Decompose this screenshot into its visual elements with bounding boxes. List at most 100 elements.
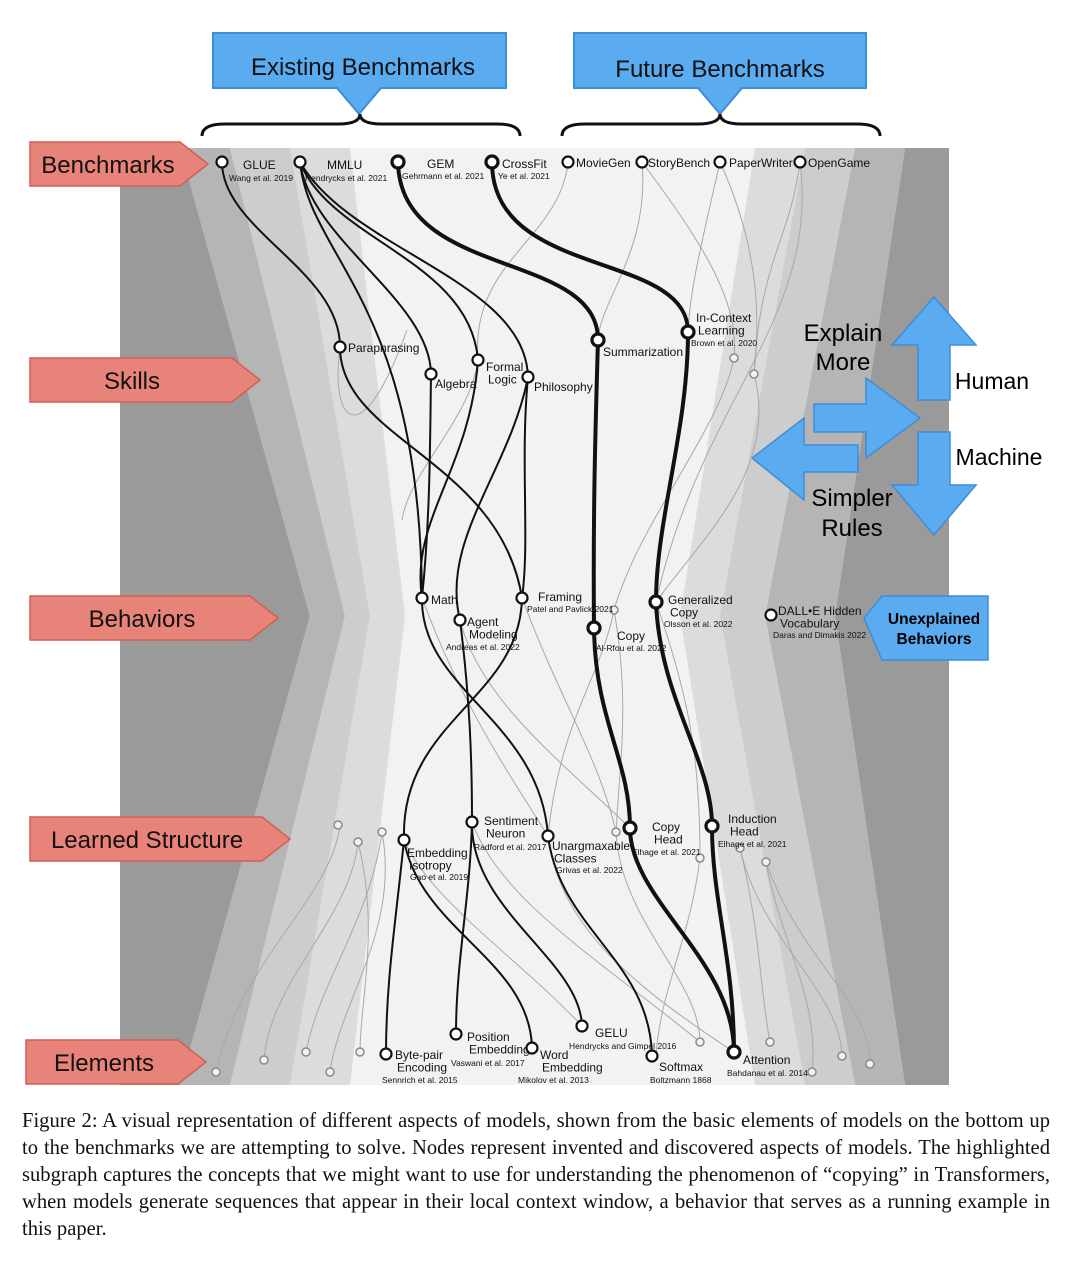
node-citation: Ye et al. 2021 bbox=[498, 171, 550, 181]
minor-node bbox=[377, 827, 387, 837]
node-marker bbox=[561, 155, 575, 169]
svg-text:Skills: Skills bbox=[104, 368, 160, 395]
node-label: Copy bbox=[670, 606, 698, 620]
node-citation: Daras and Dimakis 2022 bbox=[773, 630, 866, 640]
human-label: Human bbox=[955, 368, 1029, 394]
minor-node bbox=[609, 605, 619, 615]
node-marker bbox=[793, 155, 807, 169]
existing-benchmarks-label: Existing Benchmarks bbox=[251, 54, 475, 81]
node-label: GEM bbox=[427, 157, 454, 171]
node-citation: Mikolov et al. 2013 bbox=[518, 1075, 589, 1085]
node-citation: Olsson et al. 2022 bbox=[664, 619, 733, 629]
node-label: Paraphrasing bbox=[348, 341, 419, 355]
node-label: Algebra bbox=[435, 377, 477, 391]
rules-label: Rules bbox=[821, 515, 882, 542]
svg-text:Behaviors: Behaviors bbox=[89, 606, 196, 633]
node-citation: Bahdanau et al. 2014 bbox=[727, 1068, 808, 1078]
unexplained-behaviors-box: Unexplained Behaviors bbox=[863, 595, 989, 661]
svg-text:Benchmarks: Benchmarks bbox=[41, 152, 174, 179]
node-label: Framing bbox=[538, 590, 582, 604]
node-citation: Gao et al. 2019 bbox=[410, 872, 468, 882]
node-marker bbox=[590, 332, 606, 348]
node-label: GLUE bbox=[243, 158, 276, 172]
node-citation: Elhage et al. 2021 bbox=[718, 839, 787, 849]
node-label: Formal bbox=[486, 360, 523, 374]
node-math: Math bbox=[415, 591, 458, 607]
node-marker bbox=[645, 1049, 659, 1063]
node-marker bbox=[575, 1019, 589, 1033]
structure-edges bbox=[221, 161, 653, 1057]
node-label: Encoding bbox=[397, 1061, 447, 1075]
node-label: Logic bbox=[488, 373, 517, 387]
node-label: Copy bbox=[652, 820, 680, 834]
human-up-arrow-icon bbox=[890, 295, 978, 401]
node-marker bbox=[515, 591, 529, 605]
minor-node bbox=[325, 1067, 335, 1077]
node-label: Copy bbox=[617, 629, 645, 643]
minor-node bbox=[695, 853, 705, 863]
model-aspects-diagram: Existing Benchmarks Future Benchmarks Be… bbox=[25, 32, 1042, 1085]
minor-node bbox=[301, 1047, 311, 1057]
node-marker bbox=[449, 1027, 463, 1041]
node-label: DALL•E Hidden bbox=[778, 604, 862, 618]
node-label: Math bbox=[431, 593, 458, 607]
minor-node bbox=[807, 1067, 817, 1077]
node-citation: Hendrycks and Gimpel 2016 bbox=[569, 1041, 677, 1051]
node-citation: Patel and Pavlick 2021 bbox=[527, 604, 614, 614]
node-marker bbox=[713, 155, 727, 169]
node-paperwriter: PaperWriter bbox=[713, 155, 793, 170]
minor-node bbox=[749, 369, 759, 379]
node-storybench: StoryBench bbox=[635, 155, 710, 170]
node-label: Modeling bbox=[469, 628, 518, 642]
copying-subgraph-edges bbox=[396, 161, 736, 1053]
minor-node bbox=[735, 843, 745, 853]
node-citation: Hendrycks et al. 2021 bbox=[305, 173, 387, 183]
node-philosophy: Philosophy bbox=[521, 370, 593, 394]
center-region bbox=[350, 148, 755, 1085]
existing-benchmarks-header: Existing Benchmarks bbox=[212, 32, 507, 116]
node-citation: Vaswani et al. 2017 bbox=[451, 1058, 525, 1068]
node-marker bbox=[215, 155, 229, 169]
minor-node bbox=[729, 353, 739, 363]
future-benchmarks-header: Future Benchmarks bbox=[573, 32, 867, 116]
minor-node bbox=[611, 827, 621, 837]
node-citation: Grivas et al. 2022 bbox=[556, 865, 623, 875]
minor-node bbox=[259, 1055, 269, 1065]
node-label: Agent bbox=[467, 615, 499, 629]
node-marker bbox=[424, 367, 438, 381]
node-label: OpenGame bbox=[808, 156, 870, 170]
level-elements: Elements bbox=[25, 1039, 208, 1085]
node-label: Isotropy bbox=[409, 859, 452, 873]
node-marker bbox=[622, 820, 638, 836]
node-label: Neuron bbox=[486, 827, 525, 841]
level-benchmarks: Benchmarks bbox=[29, 141, 210, 187]
node-marker bbox=[453, 613, 467, 627]
node-marker bbox=[525, 1041, 539, 1055]
level-learned-structure: Learned Structure bbox=[29, 816, 292, 862]
svg-text:Elements: Elements bbox=[54, 1050, 154, 1077]
node-marker bbox=[333, 340, 347, 354]
node-citation: Wang et al. 2019 bbox=[229, 173, 293, 183]
node-algebra: Algebra bbox=[424, 367, 477, 391]
minor-node bbox=[211, 1067, 221, 1077]
node-label: Induction bbox=[728, 812, 777, 826]
node-citation: Al-Rfou et al. 2022 bbox=[596, 643, 667, 653]
node-citation: Sennrich et al. 2015 bbox=[382, 1075, 458, 1085]
